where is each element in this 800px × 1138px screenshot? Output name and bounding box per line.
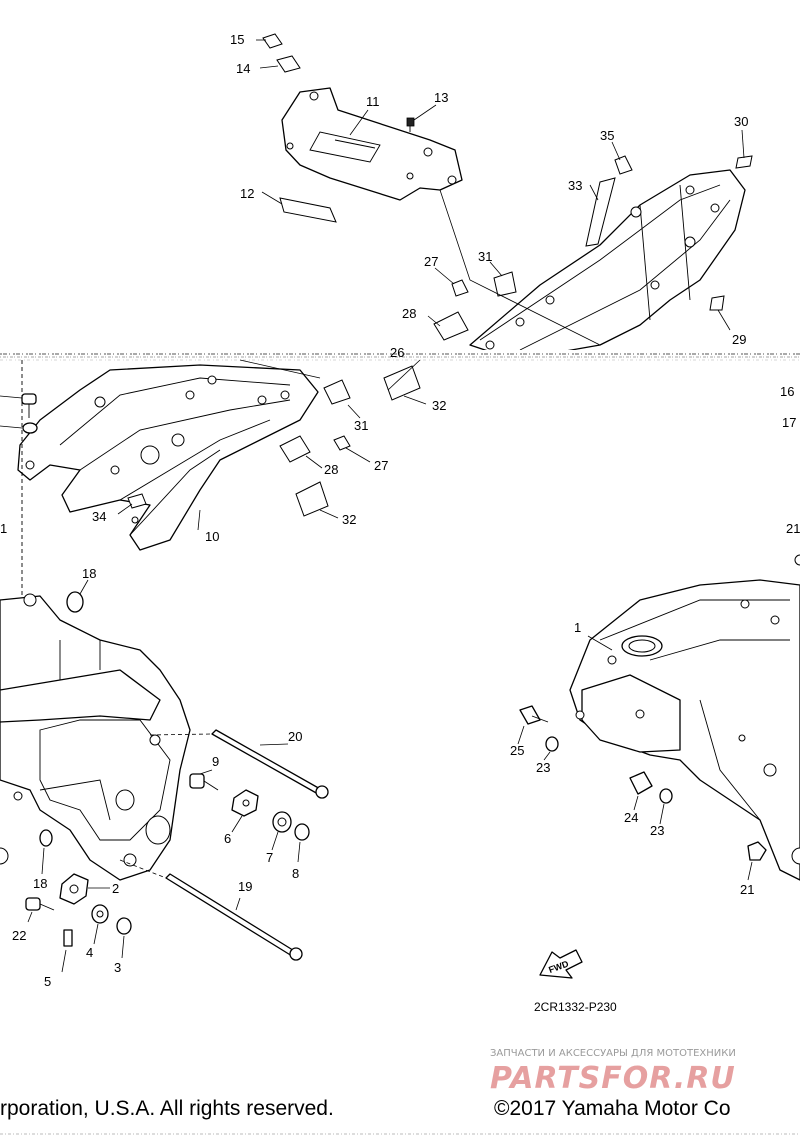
callout-13: 13 xyxy=(434,90,448,105)
callout-5: 5 xyxy=(44,974,51,989)
callout-31-mid: 31 xyxy=(354,418,368,433)
callout-1-right: 1 xyxy=(574,620,581,635)
callout-16: 16 xyxy=(780,384,794,399)
copyright-left: rporation, U.S.A. All rights reserved. xyxy=(0,1097,334,1120)
callout-6: 6 xyxy=(224,831,231,846)
callout-31-top: 31 xyxy=(478,249,492,264)
callout-labels: 15 14 11 13 12 35 30 33 27 31 28 29 26 3… xyxy=(0,32,800,989)
callout-8: 8 xyxy=(292,866,299,881)
rear-frame-10 xyxy=(0,359,427,551)
callout-19: 19 xyxy=(238,879,252,894)
callout-23-right: 23 xyxy=(650,823,664,838)
callout-11: 11 xyxy=(366,94,380,109)
callout-28-mid: 28 xyxy=(324,462,338,477)
callout-27-mid: 27 xyxy=(374,458,388,473)
diagram-code: 2CR1332-P230 xyxy=(534,1000,617,1014)
callout-21-right: 21 xyxy=(786,521,800,536)
callout-25: 25 xyxy=(510,743,524,758)
main-frame-left xyxy=(0,360,329,973)
callout-2: 2 xyxy=(112,881,119,896)
callout-1-left: 1 xyxy=(0,521,7,536)
callout-10: 10 xyxy=(205,529,219,544)
watermark-subtitle: ЗАПЧАСТИ И АКСЕССУАРЫ ДЛЯ МОТОТЕХНИКИ xyxy=(490,1048,736,1059)
callout-18-upper: 18 xyxy=(82,566,96,581)
callout-20: 20 xyxy=(288,729,302,744)
callout-9: 9 xyxy=(212,754,219,769)
callout-17: 17 xyxy=(782,415,796,430)
callout-7: 7 xyxy=(266,850,273,865)
callout-34: 34 xyxy=(92,509,106,524)
callout-27-top: 27 xyxy=(424,254,438,269)
rear-frame-assembly xyxy=(256,33,753,356)
callout-35: 35 xyxy=(600,128,614,143)
copyright-right: ©2017 Yamaha Motor Co xyxy=(494,1097,731,1120)
callout-12: 12 xyxy=(240,186,254,201)
callout-26: 26 xyxy=(390,345,404,360)
callout-32-top: 32 xyxy=(432,398,446,413)
scan-seam xyxy=(0,350,800,361)
callout-21-lower: 21 xyxy=(740,882,754,897)
callout-32-mid: 32 xyxy=(342,512,356,527)
callout-22: 22 xyxy=(12,928,26,943)
callout-4: 4 xyxy=(86,945,93,960)
callout-14: 14 xyxy=(236,61,250,76)
callout-28-top: 28 xyxy=(402,306,416,321)
callout-24: 24 xyxy=(624,810,638,825)
callout-33: 33 xyxy=(568,178,582,193)
callout-18-lower: 18 xyxy=(33,876,47,891)
callout-23-left: 23 xyxy=(536,760,550,775)
fwd-arrow-icon xyxy=(539,949,583,979)
callout-30: 30 xyxy=(734,114,748,129)
watermark-logo: PARTSFOR.RU xyxy=(490,1061,736,1096)
callout-29: 29 xyxy=(732,332,746,347)
main-frame-right xyxy=(517,554,800,979)
callout-3: 3 xyxy=(114,960,121,975)
callout-15: 15 xyxy=(230,32,244,47)
